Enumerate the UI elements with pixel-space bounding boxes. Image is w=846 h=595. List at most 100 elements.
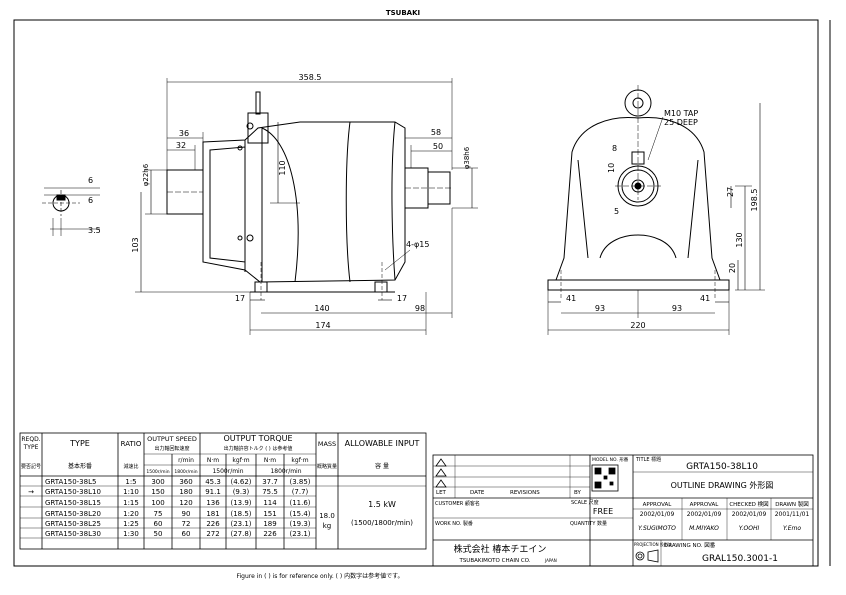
row-kgf2: (7.7) [292, 488, 309, 496]
date-2: 2002/01/09 [687, 511, 722, 518]
dim-3-5: 3.5 [88, 226, 101, 235]
row-type: GRTA150-38L20 [45, 510, 101, 518]
row-type: GRTA150-38L30 [45, 530, 101, 538]
dim-41a: 41 [566, 294, 576, 303]
th-type-jp: 基本形番 [68, 462, 92, 470]
row-kgf1: (27.8) [230, 530, 251, 538]
signature-2: M.MIYAKO [689, 525, 719, 532]
table-row: GRTA150-38L30 1:30 50 60 272 (27.8) 226 … [45, 530, 311, 538]
row-speed50: 60 [154, 520, 163, 528]
row-ratio: 1:20 [123, 510, 139, 518]
dim-5: 5 [614, 207, 619, 216]
row-mark: → [28, 488, 34, 496]
signature-4: Y.Emo [783, 525, 801, 532]
dim-36: 36 [179, 129, 189, 138]
dim-110: 110 [278, 160, 287, 175]
col-revisions: REVISIONS [510, 490, 540, 496]
th-ratio-jp: 減速比 [123, 463, 138, 470]
approval-2: APPROVAL [690, 502, 720, 508]
mass-unit: kg [323, 522, 332, 530]
dim-140: 140 [314, 304, 329, 313]
dim-98: 98 [415, 304, 425, 313]
dim-20: 20 [728, 263, 737, 273]
th-allow: ALLOWABLE INPUT [345, 439, 420, 448]
input-kw: 1.5 kW [368, 500, 396, 509]
th-speed-jp: 出力軸回転速度 [154, 445, 189, 452]
company-jp: 株式会社 椿本チエイン [454, 543, 547, 555]
quantity-label: QUANTITY 数量 [570, 520, 607, 527]
customer-label: CUSTOMER 顧客名 [435, 500, 480, 507]
row-kgf2: (23.1) [289, 530, 310, 538]
row-speed50: 100 [151, 499, 164, 507]
col-by: BY [574, 490, 581, 496]
row-ratio: 1:10 [123, 488, 139, 496]
dim-103: 103 [131, 237, 140, 252]
side-view-dims: 358.5 36 32 110 58 50 φ22h6 φ38h6 6 6 3.… [88, 73, 471, 330]
row-nm1: 45.3 [205, 478, 221, 486]
th-mass: MASS [318, 440, 336, 448]
dim-174: 174 [315, 321, 330, 330]
row-type: GRTA150-38L5 [45, 478, 96, 486]
date-1: 2002/01/09 [640, 511, 675, 518]
th-type: TYPE [69, 439, 90, 448]
row-ratio: 1:15 [123, 499, 139, 507]
th-torque-jp: 出力軸許容トルク ( ) は参考値 [224, 445, 293, 452]
row-speed60: 90 [182, 510, 191, 518]
row-speed60: 120 [179, 499, 192, 507]
footnote: Figure in ( ) is for reference only. ( )… [236, 572, 403, 580]
th-t1800: 1800r/min [270, 468, 301, 475]
drawing-no-label: DRAWING NO. 図番 [664, 542, 716, 549]
dim-58: 58 [431, 128, 441, 137]
th-1800: 1800r/min [174, 469, 197, 475]
row-speed50: 150 [151, 488, 164, 496]
dim-4-phi15: 4-φ15 [406, 240, 429, 249]
dim-17a: 17 [235, 294, 245, 303]
row-speed50: 75 [154, 510, 163, 518]
work-no-label: WORK NO. 製番 [435, 520, 473, 527]
dim-41b: 41 [700, 294, 710, 303]
row-nm1: 181 [206, 510, 219, 518]
scale-label: SCALE 尺度 [571, 499, 599, 506]
th-ratio: RATIO [121, 440, 142, 448]
row-ratio: 1:30 [123, 530, 139, 538]
table-row: → GRTA150-38L10 1:10 150 180 91.1 (9.3) … [28, 488, 308, 496]
label-m10-tap: M10 TAP [664, 109, 698, 118]
row-nm1: 272 [206, 530, 219, 538]
signature-3: Y.OOHI [739, 525, 760, 532]
row-speed50: 300 [151, 478, 164, 486]
label-25-deep: 25 DEEP [664, 118, 698, 127]
row-nm2: 151 [263, 510, 276, 518]
th-reqd: REQD. [21, 436, 40, 443]
th-nm1: N·m [207, 457, 219, 464]
dim-6a: 6 [88, 176, 93, 185]
spec-table-text: REQD. TYPE 要否記号 TYPE 基本形番 RATIO 減速比 OUTP… [21, 434, 420, 538]
th-mass-jp: 概略質量 [317, 463, 337, 470]
dim-10: 10 [607, 163, 616, 173]
japan-label: JAPAN [544, 558, 557, 563]
row-kgf1: (18.5) [230, 510, 251, 518]
dim-17b: 17 [397, 294, 407, 303]
dim-220: 220 [630, 321, 645, 330]
side-view [42, 78, 478, 335]
th-speed: OUTPUT SPEED [147, 435, 197, 443]
dim-6b: 6 [88, 196, 93, 205]
th-nm2: N·m [264, 457, 276, 464]
dim-32: 32 [176, 141, 186, 150]
row-nm2: 189 [263, 520, 276, 528]
row-nm1: 226 [206, 520, 220, 528]
row-kgf2: (15.4) [289, 510, 310, 518]
table-row: GRTA150-38L5 1:5 300 360 45.3 (4.62) 37.… [45, 478, 311, 486]
row-kgf2: (11.6) [289, 499, 310, 507]
front-view-dims: M10 TAP 25 DEEP 8 10 27 5 198.5 130 20 4… [566, 109, 759, 330]
th-allow-jp: 容 量 [375, 462, 389, 470]
row-nm2: 226 [263, 530, 277, 538]
row-speed60: 72 [182, 520, 191, 528]
row-nm1: 91.1 [205, 488, 221, 496]
dim-22h6: φ22h6 [142, 163, 150, 186]
dim-93a: 93 [595, 304, 605, 313]
row-nm2: 75.5 [262, 488, 278, 496]
dim-27: 27 [726, 187, 735, 197]
drawing-frame [13, 19, 819, 567]
drawn-label: DRAWN 製図 [775, 500, 809, 508]
title-block [432, 454, 814, 567]
